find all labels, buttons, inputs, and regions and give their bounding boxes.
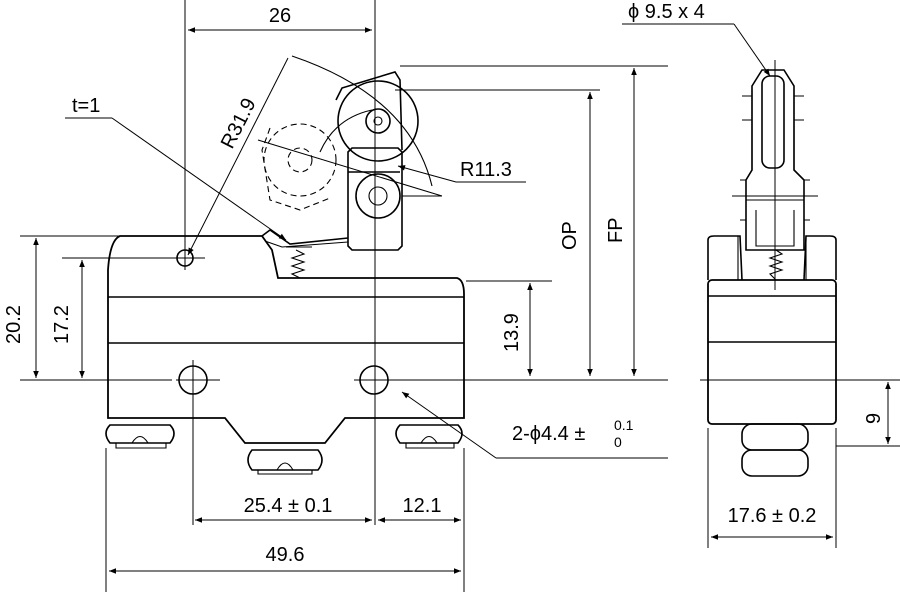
side-view: ϕ 9.5 x 4 9 17.6 ± 0.2 [622, 1, 900, 548]
dim-13-9-label: 13.9 [501, 313, 523, 352]
dim-12-1-label: 12.1 [403, 495, 442, 517]
dim-17-2-label: 17.2 [51, 305, 73, 344]
front-view: 26 R31.9 t=1 R11.3 OP FP 13.9 20.2 17.2 [3, 0, 668, 592]
dim-25-4-label: 25.4 ± 0.1 [244, 495, 333, 517]
side-spring [768, 249, 784, 281]
dim-20-2-label: 20.2 [3, 305, 25, 344]
dim-17-6-label: 17.6 ± 0.2 [728, 505, 817, 527]
radius-roller-label: R11.3 [460, 159, 512, 181]
side-terminal-lower [741, 449, 809, 477]
upper-roller [337, 80, 419, 162]
arc-r31-9 [291, 55, 433, 187]
roller-spec-label: ϕ 9.5 x 4 [628, 1, 705, 23]
side-terminal-upper [741, 423, 809, 451]
terminal-right [395, 424, 463, 449]
radius-lever-label: R31.9 [217, 95, 261, 153]
plunger-spring [290, 249, 306, 279]
dim-9-label: 9 [863, 413, 885, 424]
side-roller [761, 75, 785, 169]
ghost-roller-position [261, 123, 337, 211]
lower-roller [355, 173, 401, 219]
hole-tol-upper: 0.1 [614, 417, 634, 433]
roller-bracket [347, 147, 403, 251]
dim-26-label: 26 [269, 5, 291, 27]
thickness-label: t=1 [72, 95, 100, 117]
op-label: OP [559, 221, 581, 250]
terminal-left [105, 424, 175, 449]
terminal-center [247, 449, 323, 475]
hole-tol-lower: 0 [614, 434, 622, 450]
hole-spec-label: 2-ϕ4.4 ± [512, 423, 585, 445]
fp-label: FP [605, 217, 627, 243]
side-body [707, 279, 837, 425]
switch-body [107, 235, 465, 444]
dim-49-6-label: 49.6 [266, 544, 305, 566]
arc-r11-3 [319, 109, 373, 153]
